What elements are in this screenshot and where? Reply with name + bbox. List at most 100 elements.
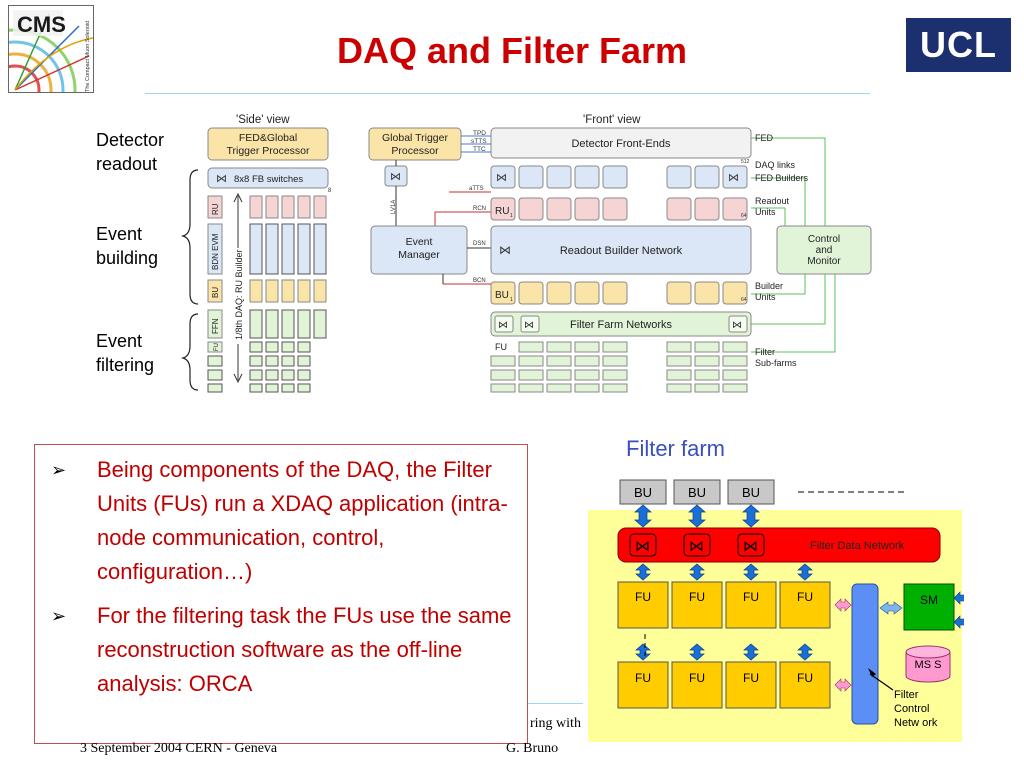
bu-label-box — [207, 279, 223, 303]
bdn-evm-label: BDN EVM — [211, 233, 220, 270]
dsn-label: DSN — [473, 241, 486, 247]
filter-control-network — [851, 583, 879, 725]
bullet-box: ➢ Being components of the DAQ, the Filte… — [34, 444, 528, 744]
trigger-lines — [461, 135, 491, 153]
ru-label: RU — [495, 206, 509, 217]
fu-box — [725, 661, 777, 709]
switch-icon: ⋈ — [635, 538, 650, 555]
switch-icon: ⋈ — [499, 243, 511, 257]
fb-switches-label: 8x8 FB switches — [234, 174, 303, 185]
ru-index: 1 — [510, 213, 513, 219]
bullet-item: ➢ Being components of the DAQ, the Filte… — [51, 453, 513, 589]
fb-switches-box — [207, 167, 329, 189]
control-lines — [751, 137, 836, 353]
fu-label: FU — [689, 671, 705, 685]
bu-row — [518, 281, 748, 305]
sm-label: SM — [920, 593, 938, 607]
sm-box — [903, 583, 955, 631]
control-monitor-line1: Control — [808, 234, 840, 245]
network-switch — [737, 533, 765, 557]
arrow-head-up — [233, 192, 243, 203]
fu-label: FU — [743, 671, 759, 685]
ffn-label-box — [207, 309, 223, 339]
mss-label: MS S — [915, 659, 942, 671]
braces — [180, 169, 199, 391]
brace-event-filtering — [180, 313, 199, 391]
fu-box — [779, 581, 831, 629]
label-line: Event — [96, 224, 143, 244]
mss-cylinder-top — [905, 645, 951, 659]
fu-label: FU — [797, 590, 813, 604]
bullet-text: For the filtering task the FUs use the s… — [97, 603, 512, 696]
switch-icon: ⋈ — [496, 172, 507, 184]
filter-farm-networks-label: Filter Farm Networks — [570, 319, 673, 331]
daq-links-label: DAQ links — [755, 160, 796, 170]
arrow-head-down — [233, 373, 243, 384]
ttc-label: TTC — [473, 146, 486, 153]
switch-icon: ⋈ — [390, 171, 401, 183]
filter-subfarms-line1: Filter — [755, 347, 775, 357]
fu-box — [779, 661, 831, 709]
filter-control-line2: Control — [894, 703, 929, 715]
mss-cylinder — [905, 652, 951, 683]
readout-builder-network-box — [490, 225, 752, 275]
brace-event-building — [180, 169, 199, 305]
filter-control-line1: Filter — [894, 689, 919, 701]
bdn-cells — [249, 223, 327, 275]
fu-label: FU — [635, 671, 651, 685]
bu-box — [727, 479, 775, 505]
label-line: filtering — [96, 355, 155, 375]
title-divider — [145, 93, 870, 94]
bullet-text: Being components of the DAQ, the Filter … — [97, 457, 508, 584]
label-line: Event — [96, 331, 143, 351]
tpd-label: TPD — [473, 130, 486, 137]
fu-arrows — [635, 563, 813, 661]
readout-builder-network-label: Readout Builder Network — [560, 245, 683, 257]
bu-cells — [249, 279, 327, 303]
cms-logo-subtext: The Compact Muon Solenoid — [85, 21, 91, 92]
front-view-heading: 'Front' view — [583, 114, 641, 126]
control-sm-arrow — [879, 601, 903, 615]
filter-data-network-label: Filter Data Network — [810, 540, 905, 552]
rcn-label: RCN — [473, 206, 486, 212]
fu-label-box — [207, 341, 223, 353]
fed-builder-row — [490, 165, 748, 189]
event-filtering-label: Event filtering — [96, 329, 154, 377]
ru-label-box — [207, 195, 223, 219]
bu-box — [673, 479, 721, 505]
page-title: DAQ and Filter Farm — [336, 30, 688, 71]
filter-control-line3: Netw ork — [894, 717, 938, 729]
cms-logo-text: CMS — [17, 12, 66, 37]
atts-label: aTTS — [469, 186, 484, 192]
ru-box-first — [490, 197, 516, 221]
switch-icon: ⋈ — [216, 173, 227, 185]
footer-author: G. Bruno — [506, 741, 559, 756]
fed-global-line1: FED&Global — [239, 132, 297, 144]
lv1a-label: LV1A — [391, 200, 397, 214]
network-switch — [629, 533, 657, 557]
footer-title-fragment: ring with — [530, 716, 581, 731]
filter-subfarms-line2: Sub-farms — [755, 358, 797, 368]
bu-box-first — [490, 281, 516, 305]
side-view-diagram: 'Side' view FED&Global Trigger Processor… — [207, 114, 332, 393]
bu-label: BU — [495, 290, 509, 301]
switch-icon: ⋈ — [498, 320, 508, 331]
switch-icon: ⋈ — [743, 538, 758, 555]
fu-box — [671, 661, 723, 709]
footer-divider — [528, 703, 583, 704]
fed-global-box — [207, 127, 329, 161]
ru-cells — [249, 195, 327, 219]
footer-date: 3 September 2004 CERN - Geneva — [80, 741, 278, 756]
fed-global-line2: Trigger Processor — [226, 145, 310, 157]
ru-row — [518, 197, 748, 221]
global-trigger-line2: Processor — [391, 145, 439, 157]
switch-icon: ⋈ — [732, 320, 742, 331]
control-monitor-box — [776, 225, 872, 275]
ffn-label: FFN — [211, 318, 220, 334]
readout-units-line2: Units — [755, 207, 776, 217]
filter-farm-title: Filter farm — [626, 436, 725, 461]
fu-label: FU — [214, 343, 220, 351]
fed-builders-label: FED Builders — [755, 173, 809, 183]
bu-index: 1 — [510, 297, 513, 303]
stts-label: sTTS — [471, 138, 487, 145]
